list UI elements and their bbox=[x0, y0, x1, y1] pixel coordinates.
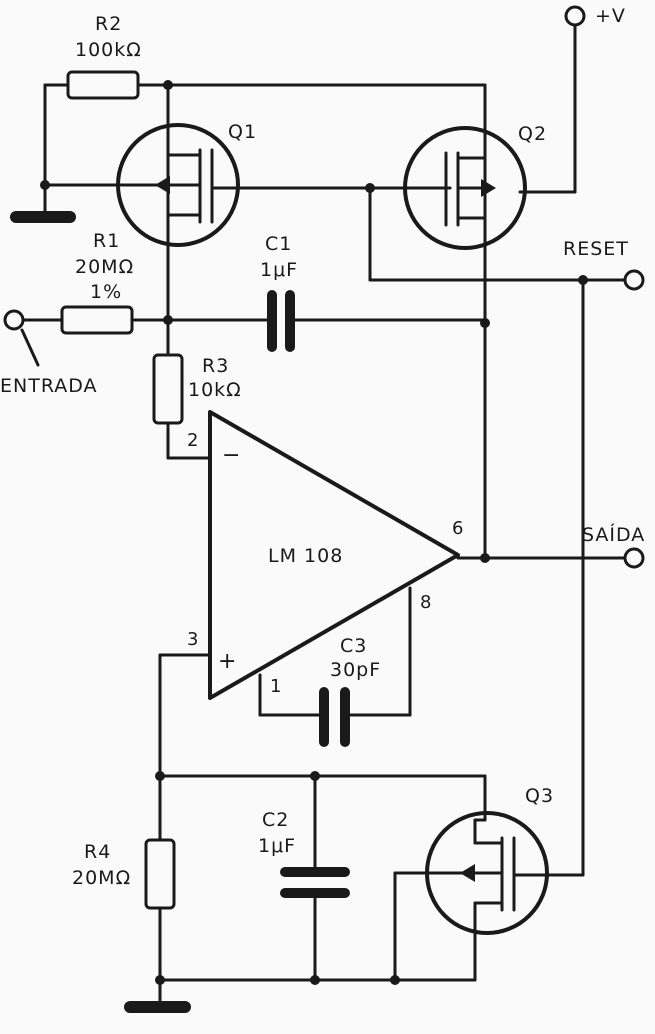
transistor-q2 bbox=[403, 83, 527, 557]
terminal-output bbox=[623, 547, 645, 569]
r1-value: 20MΩ bbox=[75, 256, 134, 278]
r3-value: 10kΩ bbox=[188, 379, 242, 401]
wire-q3-bottom bbox=[158, 871, 477, 982]
wire-gate-bus bbox=[43, 183, 452, 190]
q2-gate-arrow-icon bbox=[481, 179, 496, 197]
pin-inv-sign: − bbox=[222, 443, 240, 468]
pin-noninv-number: 3 bbox=[187, 629, 198, 650]
wire-vplus bbox=[518, 23, 577, 194]
input-label: ENTRADA bbox=[0, 375, 98, 397]
terminal-reset bbox=[623, 269, 645, 291]
wire-c3 bbox=[258, 586, 412, 717]
r2-value: 100kΩ bbox=[75, 39, 142, 61]
pin-comp1-number: 1 bbox=[270, 676, 281, 697]
c2-name: C2 bbox=[262, 809, 289, 831]
terminal-input bbox=[3, 309, 25, 331]
r4-name: R4 bbox=[84, 841, 111, 863]
c1-value: 1μF bbox=[260, 259, 298, 281]
c1-name: C1 bbox=[265, 233, 292, 255]
r1-tolerance: 1% bbox=[90, 281, 122, 303]
pin-inv-number: 2 bbox=[187, 430, 198, 451]
c3-name: C3 bbox=[340, 635, 367, 657]
capacitor-c1 bbox=[267, 290, 295, 352]
junction-dots bbox=[40, 80, 588, 985]
q2-label: Q2 bbox=[518, 123, 547, 145]
r4-value: 20MΩ bbox=[72, 867, 131, 889]
reset-label: RESET bbox=[563, 238, 629, 260]
c3-value: 30pF bbox=[330, 659, 381, 681]
r2-name: R2 bbox=[95, 13, 122, 35]
resistor-r1 bbox=[60, 305, 134, 335]
terminal-vplus bbox=[564, 5, 586, 27]
resistor-r2 bbox=[66, 70, 140, 100]
capacitor-c2 bbox=[280, 867, 350, 898]
resistor-r3 bbox=[152, 353, 184, 425]
q3-label: Q3 bbox=[525, 785, 554, 807]
opamp-lm108 bbox=[208, 410, 460, 700]
r1-name: R1 bbox=[93, 230, 120, 252]
entrada-leader bbox=[20, 328, 40, 367]
r3-name: R3 bbox=[202, 355, 229, 377]
pin-out-number: 6 bbox=[452, 518, 463, 539]
vplus-label: +V bbox=[595, 5, 626, 27]
capacitor-c3 bbox=[319, 687, 350, 747]
resistor-r4 bbox=[144, 838, 176, 910]
q1-label: Q1 bbox=[228, 121, 257, 143]
pin-comp8-number: 8 bbox=[420, 592, 431, 613]
c2-value: 1μF bbox=[258, 835, 296, 857]
output-label: SAÍDA bbox=[582, 523, 645, 546]
wire-top-rail bbox=[43, 83, 487, 187]
pin-noninv-sign: + bbox=[218, 649, 236, 674]
transistor-q1 bbox=[116, 83, 240, 322]
opamp-label: LM 108 bbox=[268, 545, 343, 567]
